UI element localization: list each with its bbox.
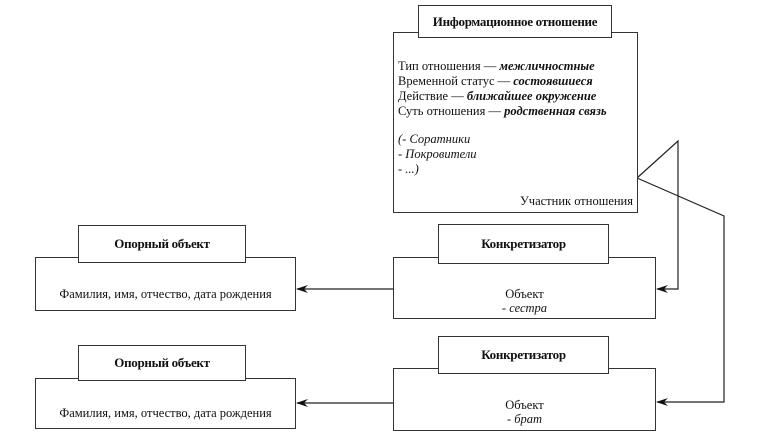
object-value: - брат xyxy=(506,412,543,426)
alternative-item: - ...) xyxy=(398,162,419,176)
attribute-status: Временной статус — состоявшиеся xyxy=(398,74,593,88)
reference-object-content: Фамилия, имя, отчество, дата рождения xyxy=(59,406,272,420)
connector-to-brother xyxy=(636,177,725,406)
object-label: Объект xyxy=(505,287,544,301)
alternative-item: - Покровители xyxy=(398,147,477,161)
alternative-item: (- Соратники xyxy=(398,132,471,146)
info-relation-title: Информационное отношение xyxy=(418,5,612,38)
concretizer-title: Конкретизатор xyxy=(438,224,609,264)
attribute-action: Действие — ближайшее окружение xyxy=(398,89,597,103)
reference-object-box: Фамилия, имя, отчество, дата рождения xyxy=(35,378,296,429)
concretizer-box-brother: Объект - брат xyxy=(393,368,656,431)
object-value: - сестра xyxy=(501,301,548,315)
attribute-essence: Суть отношения — родственная связь xyxy=(398,104,607,118)
attribute-type: Тип отношения — межличностные xyxy=(398,59,595,73)
relation-participant-label: Участник отношения xyxy=(519,194,633,208)
info-relation-box: Тип отношения — межличностные Временной … xyxy=(393,32,638,213)
object-label: Объект xyxy=(505,398,544,412)
attribute-list: Тип отношения — межличностные Временной … xyxy=(398,59,607,177)
concretizer-title: Конкретизатор xyxy=(438,336,609,374)
reference-object-content: Фамилия, имя, отчество, дата рождения xyxy=(59,287,272,301)
reference-object-title: Опорный объект xyxy=(78,345,246,381)
reference-object-title: Опорный объект xyxy=(78,225,246,263)
reference-object-box: Фамилия, имя, отчество, дата рождения xyxy=(35,257,296,311)
concretizer-box-sister: Объект - сестра xyxy=(393,257,656,319)
connector-to-sister xyxy=(636,139,679,293)
